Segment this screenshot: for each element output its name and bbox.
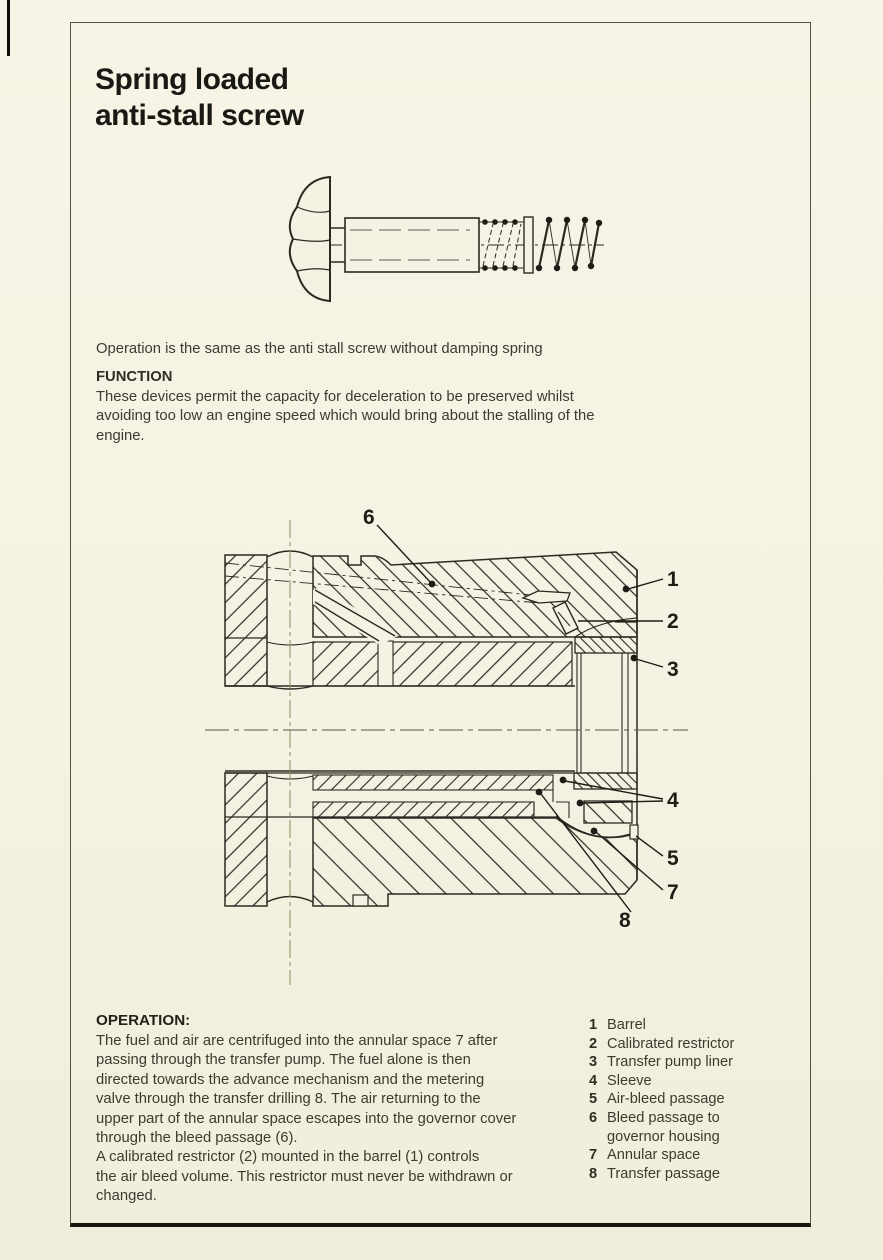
legend-label: Annular space: [607, 1147, 701, 1164]
callout-8: 8: [619, 909, 631, 932]
function-heading: FUNCTION: [96, 369, 173, 385]
legend-num: 5: [589, 1091, 598, 1108]
scan-edge-mark: [7, 0, 10, 56]
legend-label: Transfer passage: [607, 1165, 721, 1182]
left-column-lower: [224, 772, 268, 907]
barrel-lower-section: [312, 817, 638, 907]
legend-num: 8: [589, 1165, 598, 1182]
legend-item: 1 Barrel: [589, 1016, 734, 1035]
legend-num: 6: [589, 1109, 598, 1126]
title-line-1: Spring loaded: [95, 63, 289, 96]
screw-drawing: [288, 175, 604, 303]
title-line-2: anti-stall screw: [95, 99, 304, 132]
annular-space-arc: [555, 815, 638, 839]
function-body: These devices permit the capacity for de…: [96, 389, 595, 444]
legend-num: 2: [589, 1035, 598, 1052]
bleed-passage-lines: [224, 562, 541, 604]
legend-item: 6 Bleed passage to governor housing: [589, 1109, 734, 1146]
callout-2: 2: [667, 610, 679, 633]
screw-shaft: [344, 217, 480, 273]
legend-label: Barrel: [607, 1017, 646, 1033]
bottom-notch: [352, 894, 369, 907]
callout-dots: [428, 580, 638, 835]
callout-5: 5: [667, 847, 679, 870]
head-knurl-lines: [292, 206, 331, 272]
inner-band-lower-a: [312, 774, 554, 791]
barrel-upper-section: [312, 551, 638, 638]
callout-7: 7: [667, 881, 679, 904]
callout-1: 1: [667, 568, 679, 591]
legend-num: 7: [589, 1147, 598, 1164]
sleeve-walls: [576, 653, 629, 773]
legend-item: 8 Transfer passage: [589, 1165, 734, 1184]
left-column-upper: [224, 554, 268, 687]
air-bleed-notch: [629, 824, 639, 840]
intro-text: Operation is the same as the anti stall …: [96, 341, 543, 357]
inner-band-lower-b: [312, 801, 535, 818]
legend-num: 1: [589, 1017, 598, 1033]
bore-edges: [225, 685, 575, 772]
legend-item: 5 Air-bleed passage: [589, 1090, 734, 1109]
operation-body: The fuel and air are centrifuged into th…: [96, 1033, 517, 1205]
page-border-frame: [70, 22, 811, 1227]
legend-label: Air-bleed passage: [607, 1091, 725, 1108]
transfer-passage-steps: [533, 790, 570, 818]
port-gap-upper: [377, 640, 394, 687]
sleeve-lower-block: [583, 800, 633, 824]
legend-num: 3: [589, 1054, 598, 1071]
liner-flange-lower: [573, 772, 638, 790]
callout-3: 3: [667, 658, 679, 681]
thread-crests: [482, 219, 518, 271]
spring-seat-washer: [523, 216, 534, 274]
legend-label: Bleed passage to governor housing: [607, 1109, 720, 1145]
restrictor-slug: [552, 601, 579, 635]
cross-section-diagram: 6 1 2 3 4 5 7 8: [205, 506, 688, 985]
screw-neck: [330, 227, 345, 263]
annulus-mouth: [574, 617, 638, 638]
liner-flange-upper: [574, 636, 638, 654]
page-title: Spring loaded anti-stall screw: [95, 62, 304, 134]
inner-band-upper: [312, 641, 573, 687]
callout-4: 4: [667, 789, 679, 812]
damping-spring: [535, 216, 603, 272]
flow-arrow: [521, 590, 571, 604]
legend-item: 7 Annular space: [589, 1146, 734, 1165]
shaft-detail-lines: [350, 229, 470, 261]
operation-heading: OPERATION:: [96, 1012, 191, 1029]
legend-item: 4 Sleeve: [589, 1072, 734, 1091]
callout-6: 6: [363, 506, 375, 529]
callout-leaders: [376, 524, 664, 913]
legend-item: 2 Calibrated restrictor: [589, 1035, 734, 1054]
legend-label: Sleeve: [607, 1072, 652, 1089]
legend-item: 3 Transfer pump liner: [589, 1053, 734, 1072]
legend-num: 4: [589, 1072, 598, 1089]
legend-label: Calibrated restrictor: [607, 1035, 735, 1052]
legend-label: Transfer pump liner: [607, 1054, 733, 1071]
